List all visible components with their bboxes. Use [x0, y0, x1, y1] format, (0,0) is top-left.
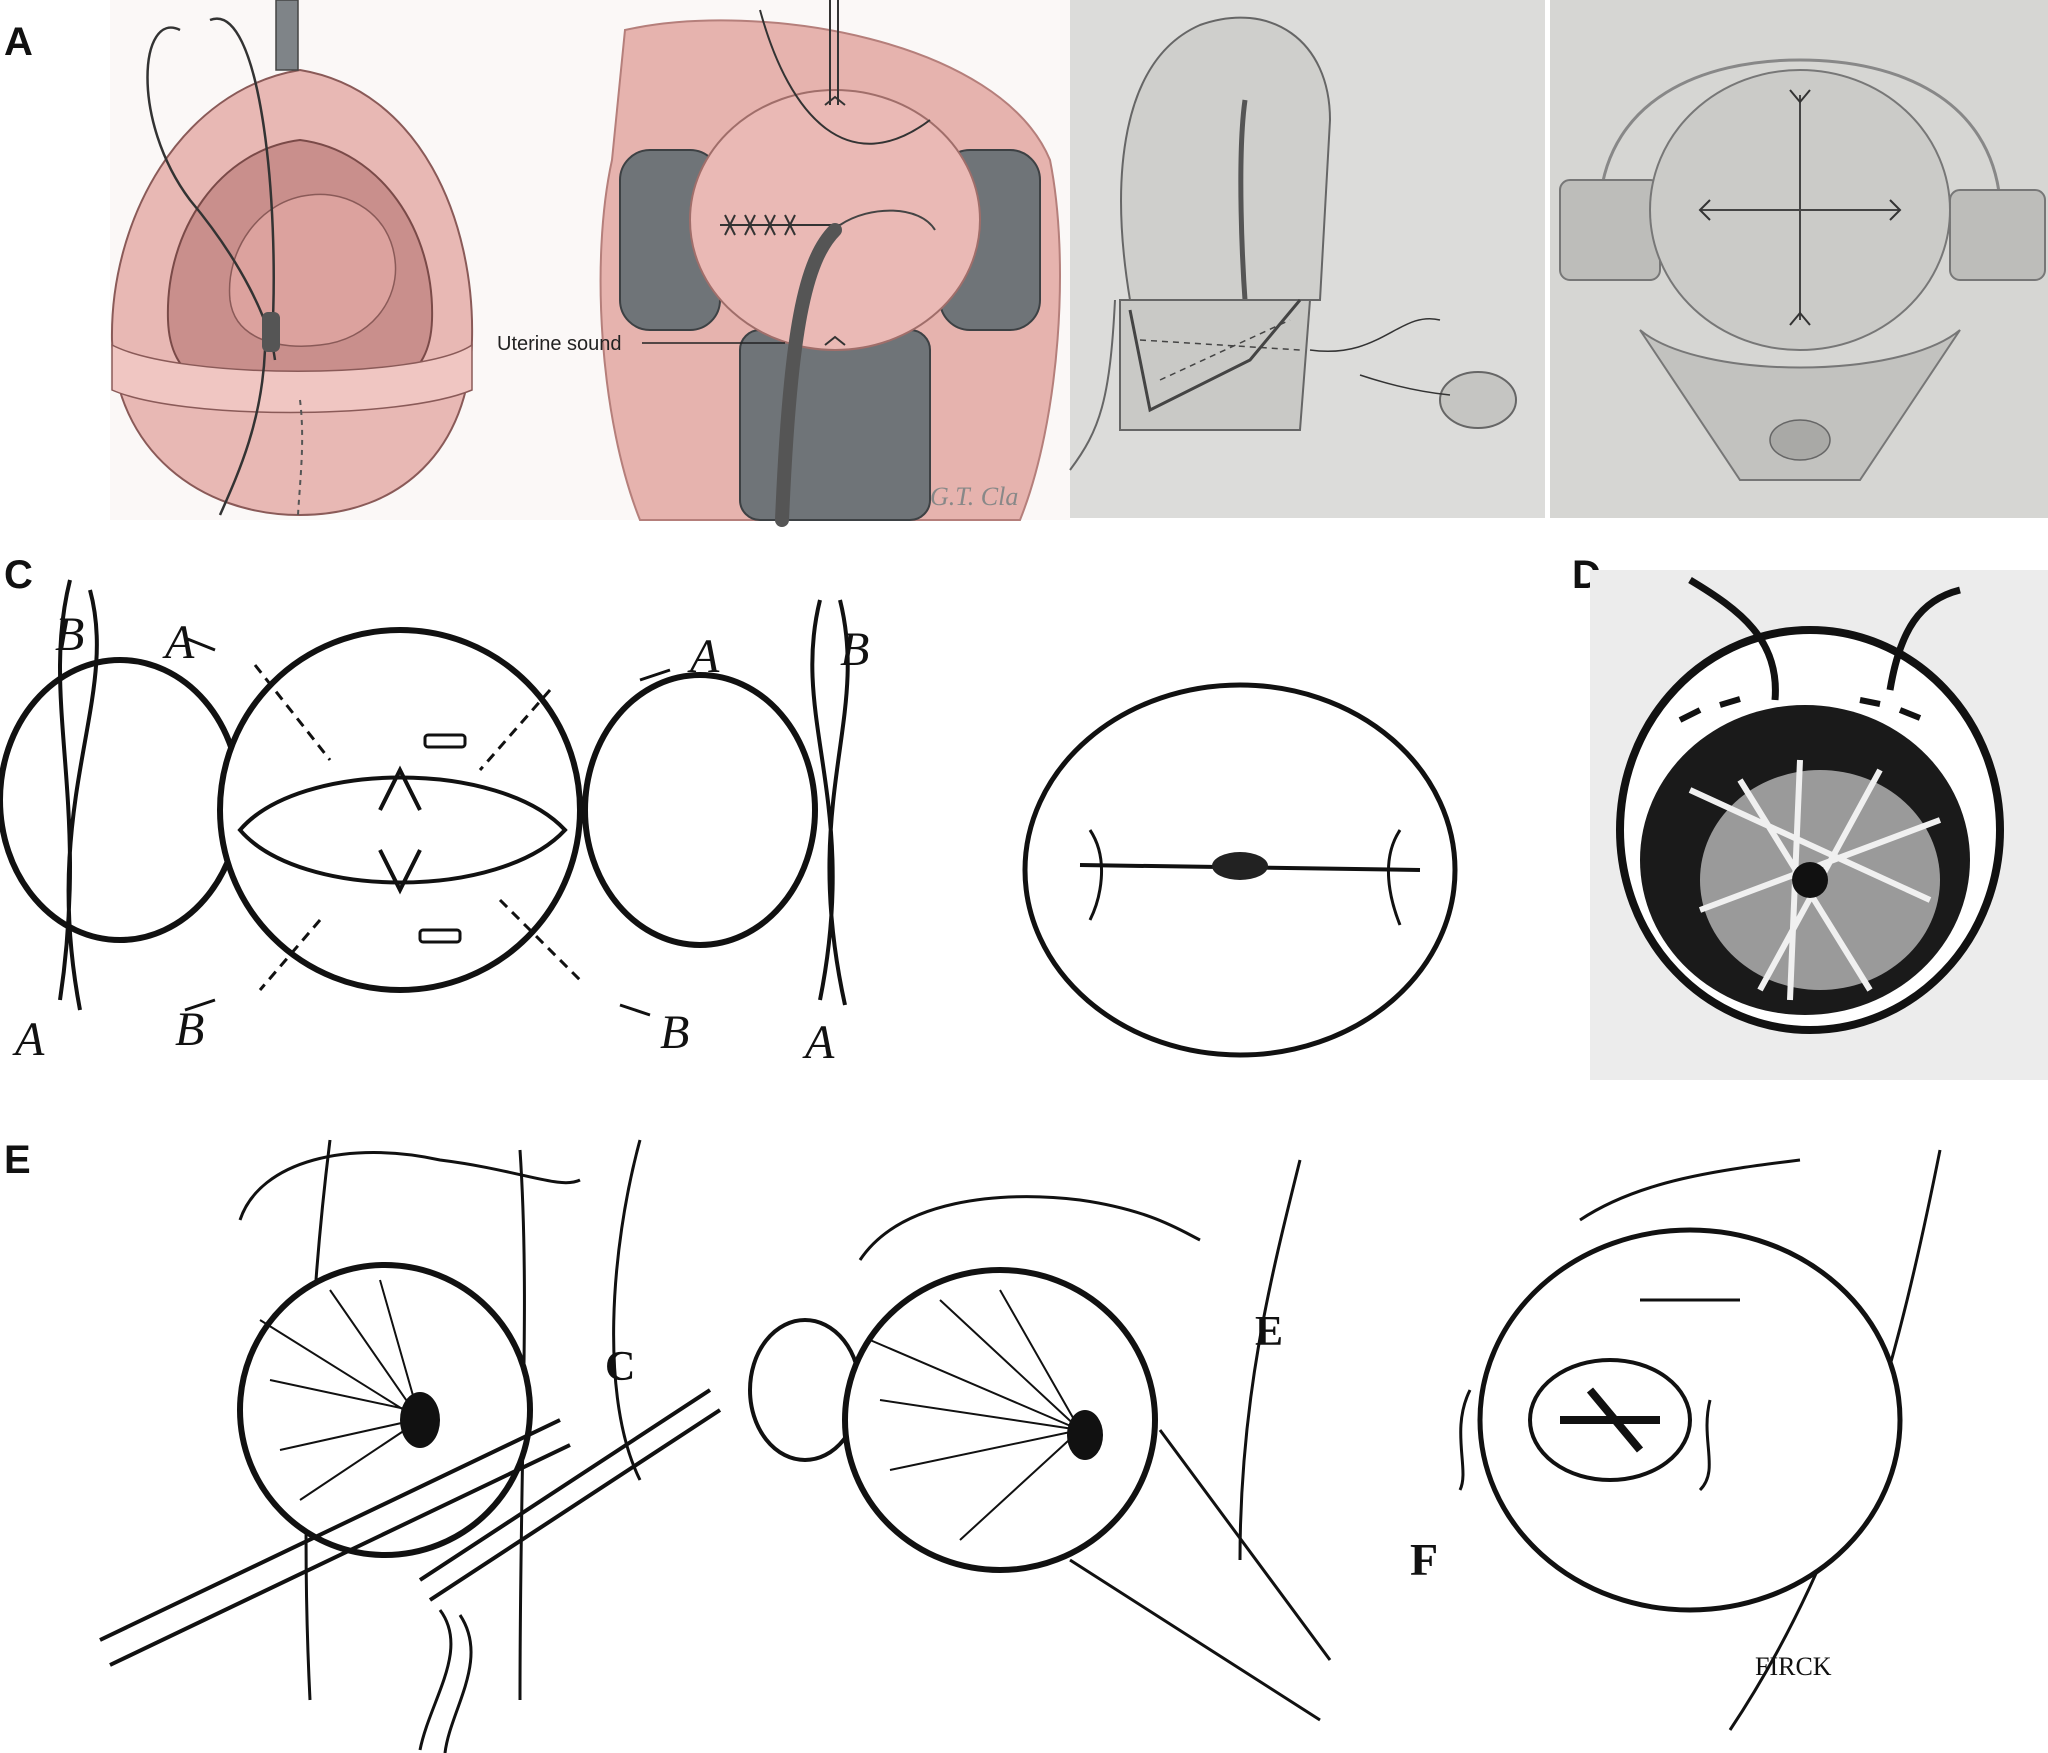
panel-b-suture-placement	[1069, 16, 1517, 471]
panel-e-step-e	[748, 1159, 1332, 1722]
panel-e-step-f: FIRCK	[1458, 1149, 1942, 1731]
c-label-a-bottom-right: A	[802, 1016, 835, 1069]
b-left-retractor	[1559, 179, 1661, 281]
c-cervical-opening	[237, 775, 568, 885]
c-label-a-bottom-left: A	[12, 1013, 45, 1066]
uterine-sound-instrument	[775, 223, 842, 527]
e-step-label-f: F	[1410, 1534, 1438, 1585]
c-label-b-lower-right: B	[660, 1006, 689, 1059]
c-label-b-top-left: B	[55, 608, 84, 661]
suture-strands	[146, 17, 277, 516]
panel-e-step-c	[99, 1139, 722, 1753]
fingers-holding-suture	[1439, 371, 1517, 429]
panel-c-suture-diagram	[0, 579, 850, 1017]
panel-a-artist-signature: G.T. Cla	[930, 482, 1018, 511]
cervix	[689, 89, 981, 351]
panel-a-cervix-view: Uterine sound G.T. Cla	[497, 0, 1061, 527]
panel-label-e: E	[4, 1138, 31, 1182]
c-label-a-upper-left: A	[162, 616, 195, 669]
e-cervix-1	[237, 1262, 533, 1558]
b-right-retractor	[1949, 189, 2046, 281]
lower-retractor	[739, 329, 931, 521]
panel-a: Uterine sound G.T. Cla	[110, 0, 1070, 527]
cervical-tube	[275, 0, 299, 71]
c-label-a-upper-right: A	[687, 630, 720, 683]
c-label-b-top-right: B	[840, 623, 869, 676]
panel-e: C E FIRCK F	[99, 1139, 1942, 1753]
panel-c-closed-cervix	[1022, 682, 1458, 1058]
e-needles	[1069, 1429, 1332, 1722]
b-cross-suture-lines	[1700, 95, 1900, 320]
panel-a-uterus-opened	[110, 0, 474, 517]
panel-d	[1590, 570, 2048, 1080]
e-forceps-1	[99, 1418, 571, 1667]
e-forceps-2	[418, 1388, 722, 1602]
panel-b-cervix-cross-sutures	[1559, 58, 2046, 481]
uterine-sound-label: Uterine sound	[497, 333, 622, 355]
e-step-label-e: E	[1255, 1309, 1283, 1355]
panel-label-a: A	[4, 20, 33, 64]
panel-label-c: C	[4, 553, 33, 597]
e-step-label-c: C	[605, 1344, 635, 1390]
suture-knot	[262, 312, 280, 352]
c-label-b-lower-left: B	[175, 1003, 204, 1056]
cerclage-stitches	[724, 214, 796, 236]
panel-b	[1069, 0, 2048, 518]
e-cervix-2	[842, 1267, 1158, 1573]
panel-e-artist-signature: FIRCK	[1755, 1652, 1832, 1681]
panel-c: B A A B A B B A	[0, 579, 1458, 1069]
